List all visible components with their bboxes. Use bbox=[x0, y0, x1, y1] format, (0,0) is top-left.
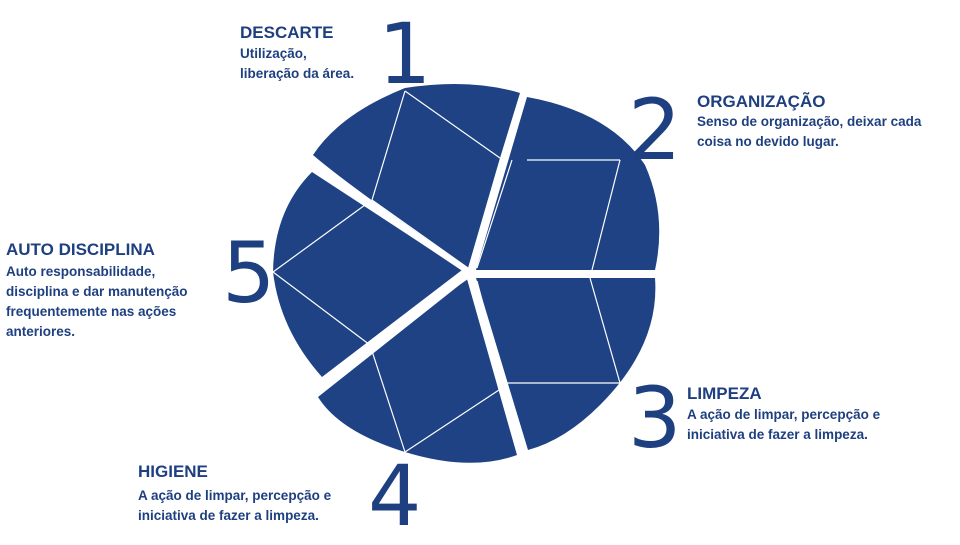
step-5-number: 5 bbox=[222, 224, 276, 322]
step-1-number: 1 bbox=[378, 5, 432, 103]
segment-5-divider-line bbox=[272, 271, 371, 346]
segment-2-divider-line bbox=[476, 159, 513, 269]
segment-4-divider-line bbox=[332, 344, 371, 382]
segment-4-divider-line bbox=[369, 278, 468, 346]
segment-5-divider-line bbox=[364, 204, 463, 271]
segment-2-divider-line bbox=[591, 159, 621, 271]
segment-4-divider-line bbox=[369, 344, 406, 453]
step-1-title: DESCARTE bbox=[240, 23, 334, 42]
circle-segments bbox=[272, 84, 660, 463]
segment-3-divider-line bbox=[476, 280, 504, 381]
step-2-title: ORGANIZAÇÃO bbox=[697, 92, 826, 111]
step-2-description: Senso de organização, deixar cada coisa … bbox=[697, 114, 922, 149]
segment-1 bbox=[313, 84, 520, 268]
segment-5 bbox=[273, 172, 462, 377]
segment-3 bbox=[476, 278, 656, 450]
step-3-title: LIMPEZA bbox=[687, 384, 762, 403]
step-4-description: A ação de limpar, percepção e iniciativa… bbox=[138, 488, 332, 523]
step-3-number: 3 bbox=[628, 369, 682, 467]
step-4-number: 4 bbox=[368, 447, 422, 545]
step-1-description: Utilização, liberação da área. bbox=[240, 46, 355, 81]
step-5-description: Auto responsabilidade, disciplina e dar … bbox=[6, 264, 188, 339]
segment-4 bbox=[318, 279, 517, 463]
step-2-number: 2 bbox=[628, 81, 682, 179]
step-3-description: A ação de limpar, percepção e iniciativa… bbox=[687, 407, 881, 442]
step-4-title: HIGIENE bbox=[138, 462, 208, 481]
segment-3-divider-line bbox=[589, 277, 621, 384]
segment-1-divider-line bbox=[371, 199, 469, 269]
segment-5-divider-line bbox=[272, 204, 366, 273]
segment-1-divider-line bbox=[371, 90, 406, 201]
segment-4-divider-line bbox=[404, 387, 503, 453]
segment-1-divider-line bbox=[404, 90, 501, 159]
segment-2 bbox=[476, 97, 660, 270]
step-5-title: AUTO DISCIPLINA bbox=[6, 240, 155, 259]
